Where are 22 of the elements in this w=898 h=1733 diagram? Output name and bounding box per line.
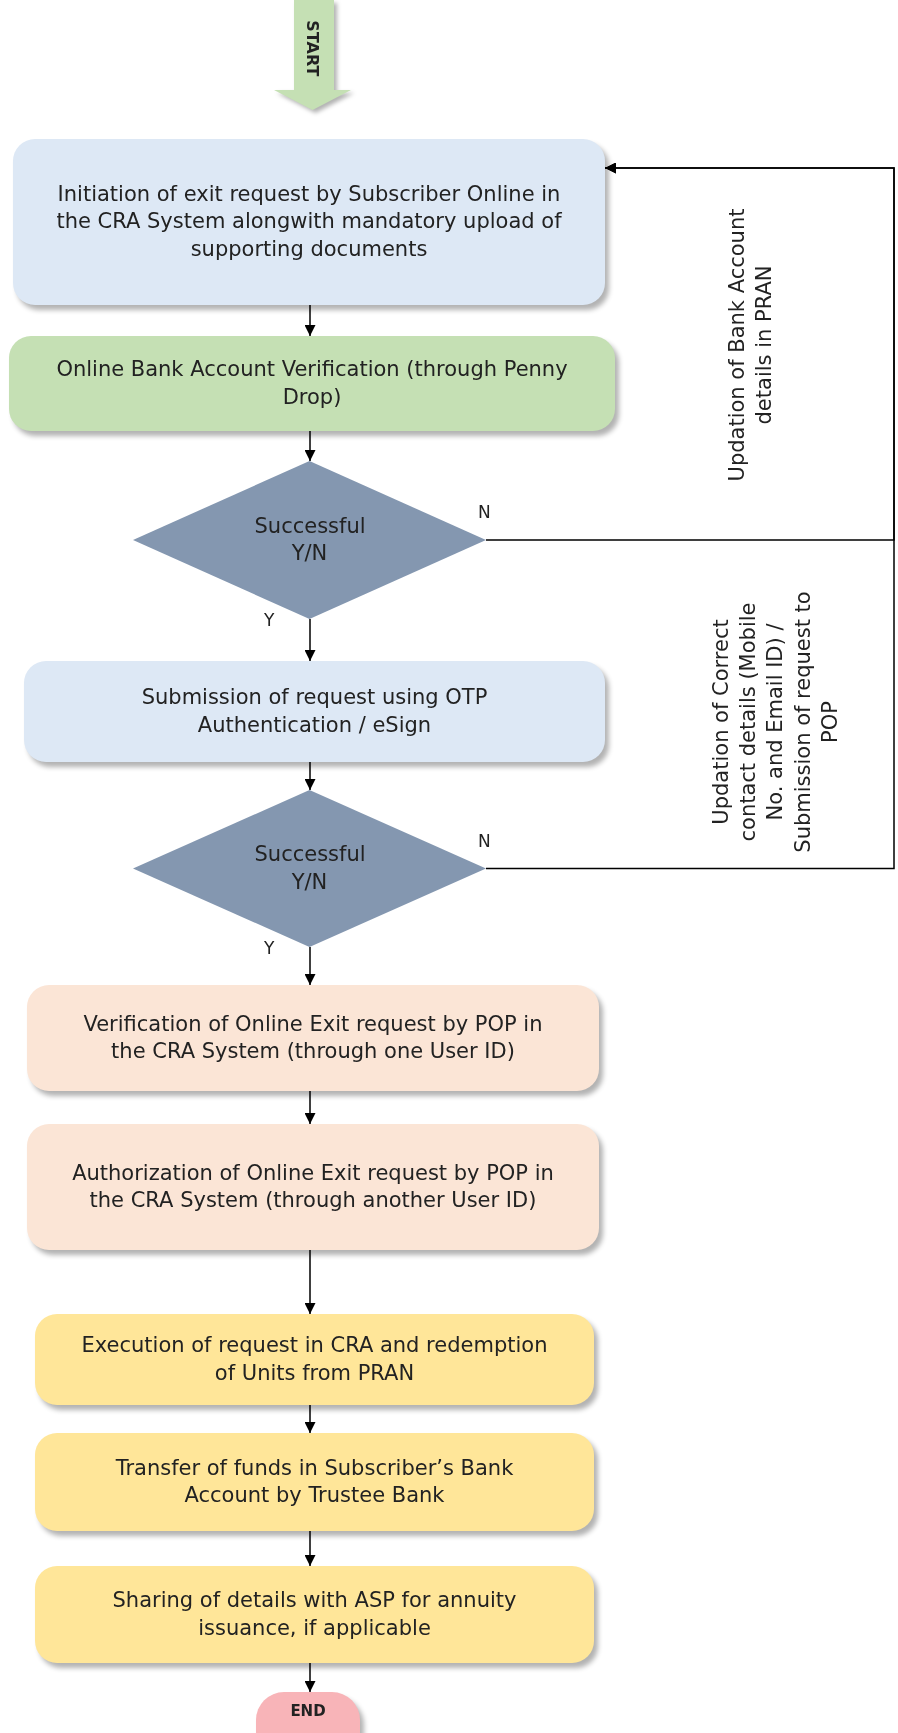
process-box: Online Bank Account Verification (through Penny Drop) xyxy=(9,336,615,431)
process-box: Verification of Online Exit request by POP in the CRA System (through one User ID) xyxy=(27,985,599,1091)
note-text: Updation of Bank Account details in PRAN xyxy=(723,207,777,484)
process-box: Execution of request in CRA and redemption of Units from PRAN xyxy=(35,1314,594,1405)
arrow xyxy=(304,1404,316,1434)
process-box: Authorization of Online Exit request by POP in the CRA System (through another User ID) xyxy=(27,1124,599,1250)
start-arrow: START xyxy=(274,0,351,110)
arrow xyxy=(304,1249,316,1315)
arrow xyxy=(485,162,895,870)
arrow xyxy=(304,946,316,986)
arrow xyxy=(304,761,316,791)
process-box: Submission of request using OTP Authentication / eSign xyxy=(24,661,605,762)
arrow xyxy=(304,1530,316,1567)
process-box: Sharing of details with ASP for annuity issuance, if applicable xyxy=(35,1566,594,1663)
arrow xyxy=(304,1090,316,1125)
process-box: Transfer of funds in Subscriber’s Bank Account by Trustee Bank xyxy=(35,1433,594,1531)
arrow xyxy=(304,304,316,337)
arrow xyxy=(304,430,316,462)
arrow xyxy=(304,1662,316,1693)
process-box: Initiation of exit request by Subscriber Online in the CRA System alongwith mandatory upload of supporting documents xyxy=(13,139,605,305)
end-terminator: END xyxy=(256,1692,360,1733)
arrow xyxy=(304,618,316,662)
